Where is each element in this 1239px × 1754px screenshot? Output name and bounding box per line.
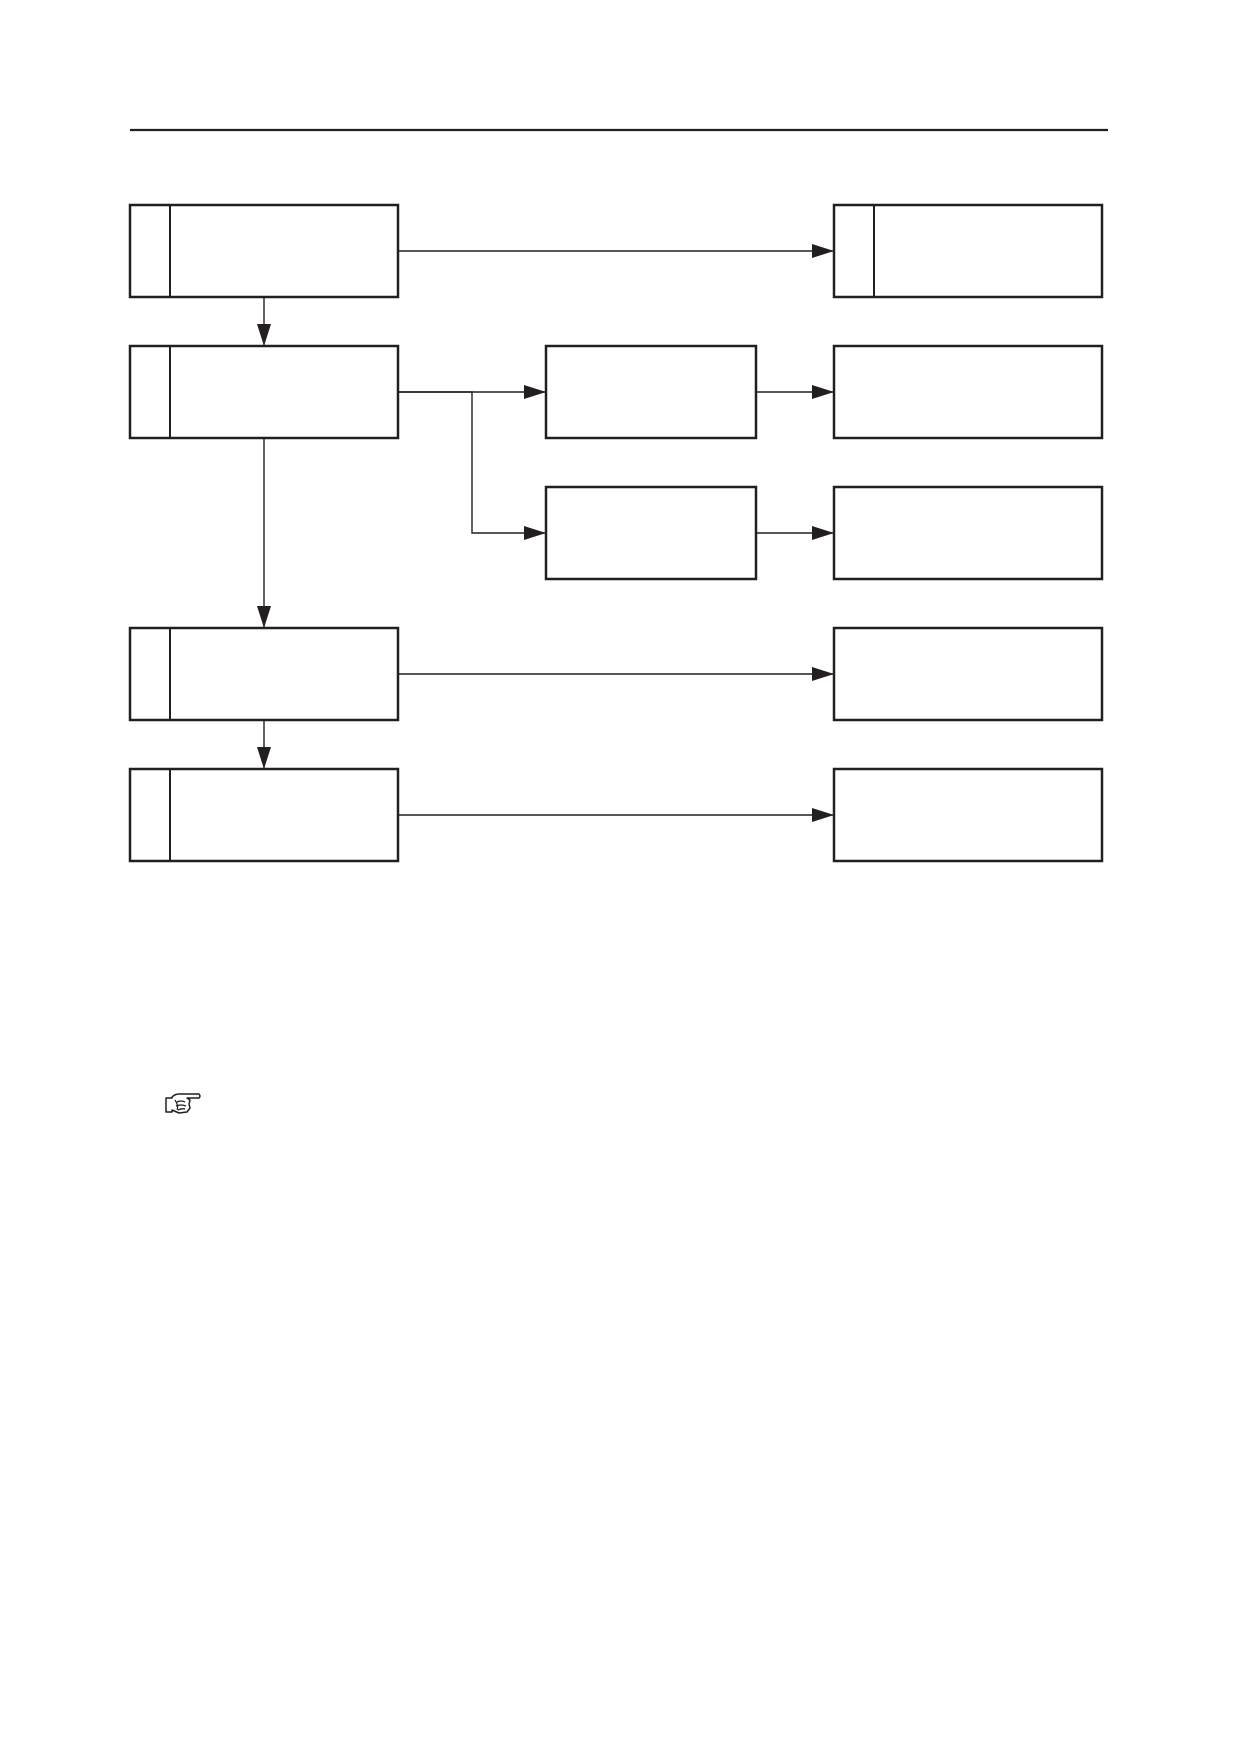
flowchart-boxes <box>128 203 1104 863</box>
flowchart-box-result-4 <box>832 767 1104 863</box>
box-outline <box>544 344 758 440</box>
box-outline <box>832 344 1104 440</box>
flowchart-box-branch-a <box>544 344 758 440</box>
flowchart-box-step-4 <box>128 767 400 863</box>
flowchart-connectors <box>257 244 834 822</box>
box-outline <box>832 485 1104 581</box>
flowchart-box-step-1 <box>128 203 400 299</box>
flowchart-box-step-3 <box>128 626 400 722</box>
flowchart-box-branch-b <box>544 485 758 581</box>
flowchart-box-result-a <box>832 344 1104 440</box>
flowchart-box-step-2 <box>128 344 400 440</box>
pointing-hand-icon <box>165 1093 201 1114</box>
flowchart-box-result-b <box>832 485 1104 581</box>
arrow-step-2-to-branch-b <box>398 391 546 540</box>
flowchart-box-result-1 <box>832 203 1104 299</box>
box-outline <box>544 485 758 581</box>
flowchart-box-result-3 <box>832 626 1104 722</box>
box-outline <box>832 626 1104 722</box>
box-outline <box>832 767 1104 863</box>
